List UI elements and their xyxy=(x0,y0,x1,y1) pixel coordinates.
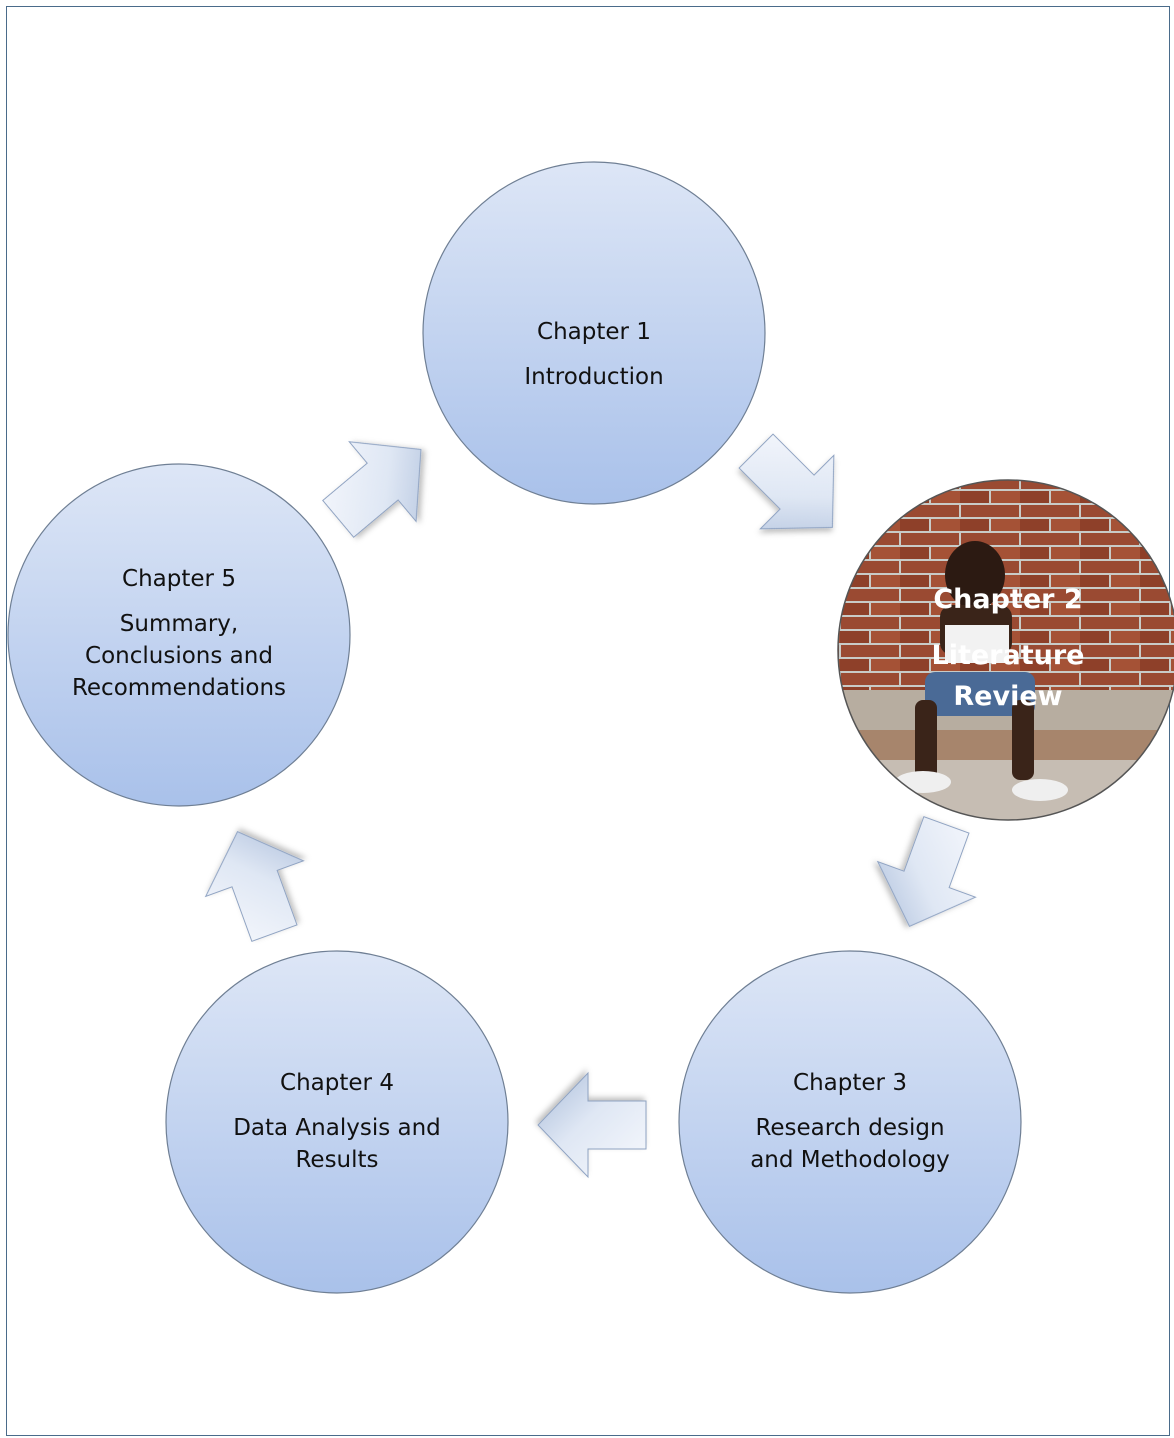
node-chapter-4-line-2: Data Analysis and xyxy=(233,1115,441,1141)
node-chapter-3-line-2: Research design xyxy=(755,1115,944,1141)
node-chapter-3-line-1: Chapter 3 xyxy=(793,1070,907,1096)
node-chapter-1-line-2: Introduction xyxy=(524,364,663,390)
node-chapter-5-circle xyxy=(7,463,351,807)
node-chapter-4-line-1: Chapter 4 xyxy=(280,1070,394,1096)
node-chapter-5-line-3: Conclusions and xyxy=(85,643,273,669)
node-chapter-3-line-3: and Methodology xyxy=(750,1147,950,1173)
arrow-ch1-to-ch2 xyxy=(738,433,835,530)
arrow-ch5-to-ch1 xyxy=(322,441,422,538)
node-chapter-3: Chapter 3 Research design and Methodolog… xyxy=(678,950,1022,1294)
node-chapter-2-line-1: Chapter 2 xyxy=(933,584,1082,615)
node-chapter-2-line-2: Literature xyxy=(932,640,1085,671)
node-chapter-1: Chapter 1 Introduction xyxy=(422,161,766,505)
node-chapter-1-circle xyxy=(422,161,766,505)
page-frame xyxy=(6,6,1170,1436)
node-chapter-5-line-2: Summary, xyxy=(120,611,238,637)
node-chapter-2: Chapter 2 Literature Review xyxy=(837,479,1174,821)
arrow-ch3-to-ch4 xyxy=(537,1071,647,1179)
node-chapter-4: Chapter 4 Data Analysis and Results xyxy=(165,950,509,1294)
node-chapter-1-line-1: Chapter 1 xyxy=(537,319,651,345)
arrow-ch4-to-ch5 xyxy=(204,830,305,942)
node-chapter-4-line-3: Results xyxy=(295,1147,378,1173)
node-chapter-5-line-1: Chapter 5 xyxy=(122,566,236,592)
node-chapter-3-circle xyxy=(678,950,1022,1294)
node-chapter-4-circle xyxy=(165,950,509,1294)
node-chapter-5-line-4: Recommendations xyxy=(72,675,286,701)
node-chapter-2-circle xyxy=(837,479,1174,821)
node-chapter-2-line-3: Review xyxy=(953,681,1062,712)
arrow-ch2-to-ch3 xyxy=(876,816,977,928)
node-chapter-5: Chapter 5 Summary, Conclusions and Recom… xyxy=(7,463,351,807)
